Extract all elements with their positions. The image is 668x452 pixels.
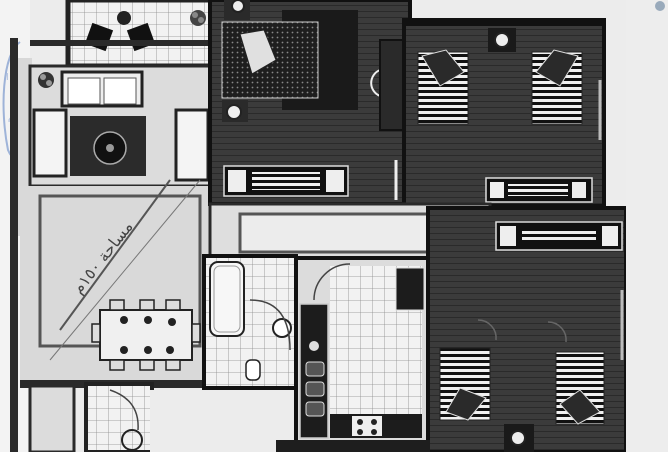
guest-wc — [28, 382, 270, 452]
wardrobe — [223, 165, 349, 197]
lamp-icon — [504, 424, 534, 452]
bathroom — [202, 254, 298, 390]
single-bed — [417, 49, 469, 125]
armchair-right — [174, 108, 210, 182]
fridge — [395, 267, 425, 311]
wardrobe — [495, 221, 623, 251]
double-bed — [221, 21, 319, 99]
svg-text:ا: ا — [6, 73, 9, 83]
single-bed — [531, 49, 583, 125]
balcony-top — [65, 0, 223, 69]
sink — [245, 359, 261, 381]
stove-icon — [330, 414, 422, 438]
plant-icon — [190, 10, 206, 26]
lamp-icon — [488, 28, 516, 52]
master-bedroom — [208, 0, 422, 206]
dining-table — [91, 299, 201, 371]
nightstand — [222, 100, 248, 122]
single-bed — [439, 347, 491, 421]
single-bed — [555, 351, 605, 425]
sofa — [60, 70, 144, 108]
kitchen — [294, 256, 436, 446]
armchair-left — [32, 108, 68, 178]
living-room — [28, 64, 212, 188]
counter — [299, 303, 329, 439]
plant-icon — [38, 72, 54, 88]
reception-hall: مساحة ١٥٠م — [20, 179, 210, 388]
bedroom-2 — [402, 18, 606, 208]
nightstand — [224, 0, 250, 20]
wardrobe — [485, 177, 593, 203]
bathtub — [209, 261, 245, 337]
bedroom-3 — [426, 206, 628, 452]
